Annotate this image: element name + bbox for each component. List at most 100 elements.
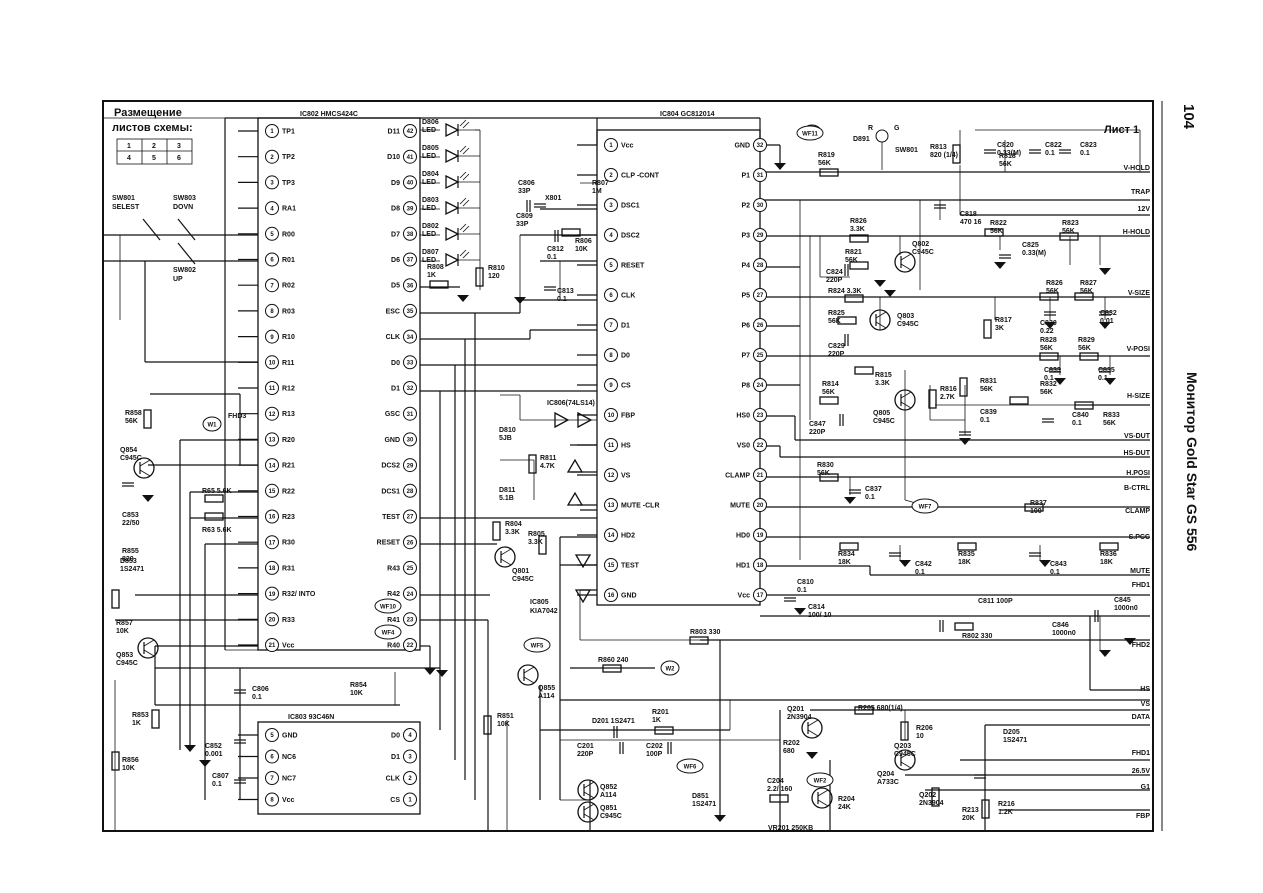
resistor-symbol [854, 706, 874, 715]
ic804-pin [753, 198, 767, 212]
ic802-pin-label: D9 [391, 180, 400, 187]
resistor-symbol [538, 535, 547, 555]
ground-symbol [1099, 650, 1111, 657]
ic802-pin-number: 27 [407, 515, 414, 521]
component-value: 56K [1103, 420, 1116, 427]
ground-symbol [1054, 378, 1066, 385]
ic803-pin-number: 2 [408, 776, 412, 782]
ic802-pin-label: TP2 [282, 154, 295, 161]
ground-symbol [1039, 560, 1051, 567]
ic802-pin [265, 406, 279, 421]
led-ref: D807 [422, 249, 439, 256]
led-ref: D804 [422, 171, 439, 178]
signal-label: H-HOLD [1123, 229, 1150, 236]
led-ref: D805 [422, 145, 439, 152]
transistor-symbol [133, 457, 155, 479]
ic802-pin-label: TEST [382, 514, 401, 521]
flag-marker [796, 125, 824, 141]
component-value: 0.1 [1098, 375, 1108, 382]
ic802-pin-label: R32/ INTO [282, 591, 316, 598]
component-ref: C840 [1072, 412, 1089, 419]
component-value: 4.7K [540, 463, 555, 470]
ic804-pin [604, 528, 618, 542]
component-value: 1K [132, 720, 141, 727]
component-ref: C847 [809, 421, 826, 428]
component-ref: R835 [958, 551, 975, 558]
ic802-pin [265, 612, 279, 627]
ground-symbol [899, 560, 911, 567]
ic804-pin-label: MUTE [730, 503, 750, 510]
ic802-pin-label: R12 [282, 386, 295, 393]
ic804-pin-label: RESET [621, 263, 645, 270]
ic802-pin-label: R00 [282, 231, 295, 238]
ground-symbol [1044, 322, 1056, 329]
component-value: 0.22 [1040, 328, 1054, 335]
resistor-symbol [769, 794, 789, 803]
ic804-pin-label: Vcc [621, 143, 634, 150]
component-value: 10K [116, 628, 129, 635]
ground-symbol [874, 280, 886, 287]
ic802-pin-label: R43 [387, 565, 400, 572]
ic802-pin-number: 29 [407, 463, 414, 469]
transistor-symbol [137, 637, 159, 659]
component-ref: C833 [1044, 367, 1061, 374]
component-ref: R202 [783, 740, 800, 747]
ic804-pin [604, 198, 618, 212]
component-value: 56K [125, 418, 138, 425]
resistor-symbol [602, 664, 622, 673]
component-ref: R817 [995, 317, 1012, 324]
component-ref: Q204 [877, 771, 894, 778]
resistor-symbol [819, 473, 839, 482]
component-value: 0.1 [980, 417, 990, 424]
resistor-symbol [819, 168, 839, 177]
ic802-pin-number: 12 [269, 412, 276, 418]
component-value: 20K [962, 815, 975, 822]
signal-label: V-HOLD [1124, 165, 1150, 172]
ic804-pin-label: VS0 [737, 443, 750, 450]
resistor-symbol [151, 709, 160, 729]
component-value: 18K [958, 559, 971, 566]
component-ref: R201 [652, 709, 669, 716]
placement-title-2: листов схемы: [112, 122, 193, 134]
ic804-pin [753, 558, 767, 572]
ic802-pin-label: R23 [282, 514, 295, 521]
ic804-pin-label: P7 [741, 353, 750, 360]
ic802-pin-number: 26 [407, 540, 414, 546]
ic802-pin [265, 638, 279, 652]
placement-cell: 1 [127, 143, 131, 150]
ic802-pin [265, 535, 279, 550]
component-ref: R805 [528, 531, 545, 538]
signal-label: 26.5V [1132, 768, 1151, 775]
component-value: 820 (1/4) [930, 152, 958, 159]
ic804-pin [604, 138, 618, 152]
signal-label: DATA [1132, 714, 1150, 721]
ic802-pin-number: 34 [407, 335, 414, 341]
ic804-pin-label: CS [621, 383, 631, 390]
transistor-symbol [517, 664, 539, 686]
component-ref: C820 [997, 142, 1014, 149]
component-value: 100/ 10 [808, 612, 831, 619]
component-value: 56K [1078, 345, 1091, 352]
component-ref: C201 [577, 743, 594, 750]
component-value: 3.3K [528, 539, 543, 546]
component-ref: Q852 [600, 784, 617, 791]
ic802-pin-number: 17 [269, 540, 276, 546]
component-value: 0.1 [1045, 150, 1055, 157]
ic804-pin-number: 28 [757, 263, 764, 269]
ic802-pin-number: 22 [407, 643, 414, 649]
component-ref: R836 [1100, 551, 1117, 558]
ic804-pin-label: TEST [621, 563, 640, 570]
led-icon [445, 252, 460, 268]
flag-label: WF6 [684, 765, 697, 771]
signal-label: V-SIZE [1128, 290, 1151, 297]
resistor-symbol [952, 144, 961, 164]
ic804-pin [753, 228, 767, 242]
component-ref: R823 [1062, 220, 1079, 227]
ic803-pin-label: Vcc [282, 797, 295, 804]
ic802-pin [403, 278, 417, 293]
ic802-pin [403, 355, 417, 370]
ground-symbol [714, 815, 726, 822]
ic802-pin [265, 458, 279, 473]
component-value: 56K [828, 318, 841, 325]
component-ref: R828 [1040, 337, 1057, 344]
